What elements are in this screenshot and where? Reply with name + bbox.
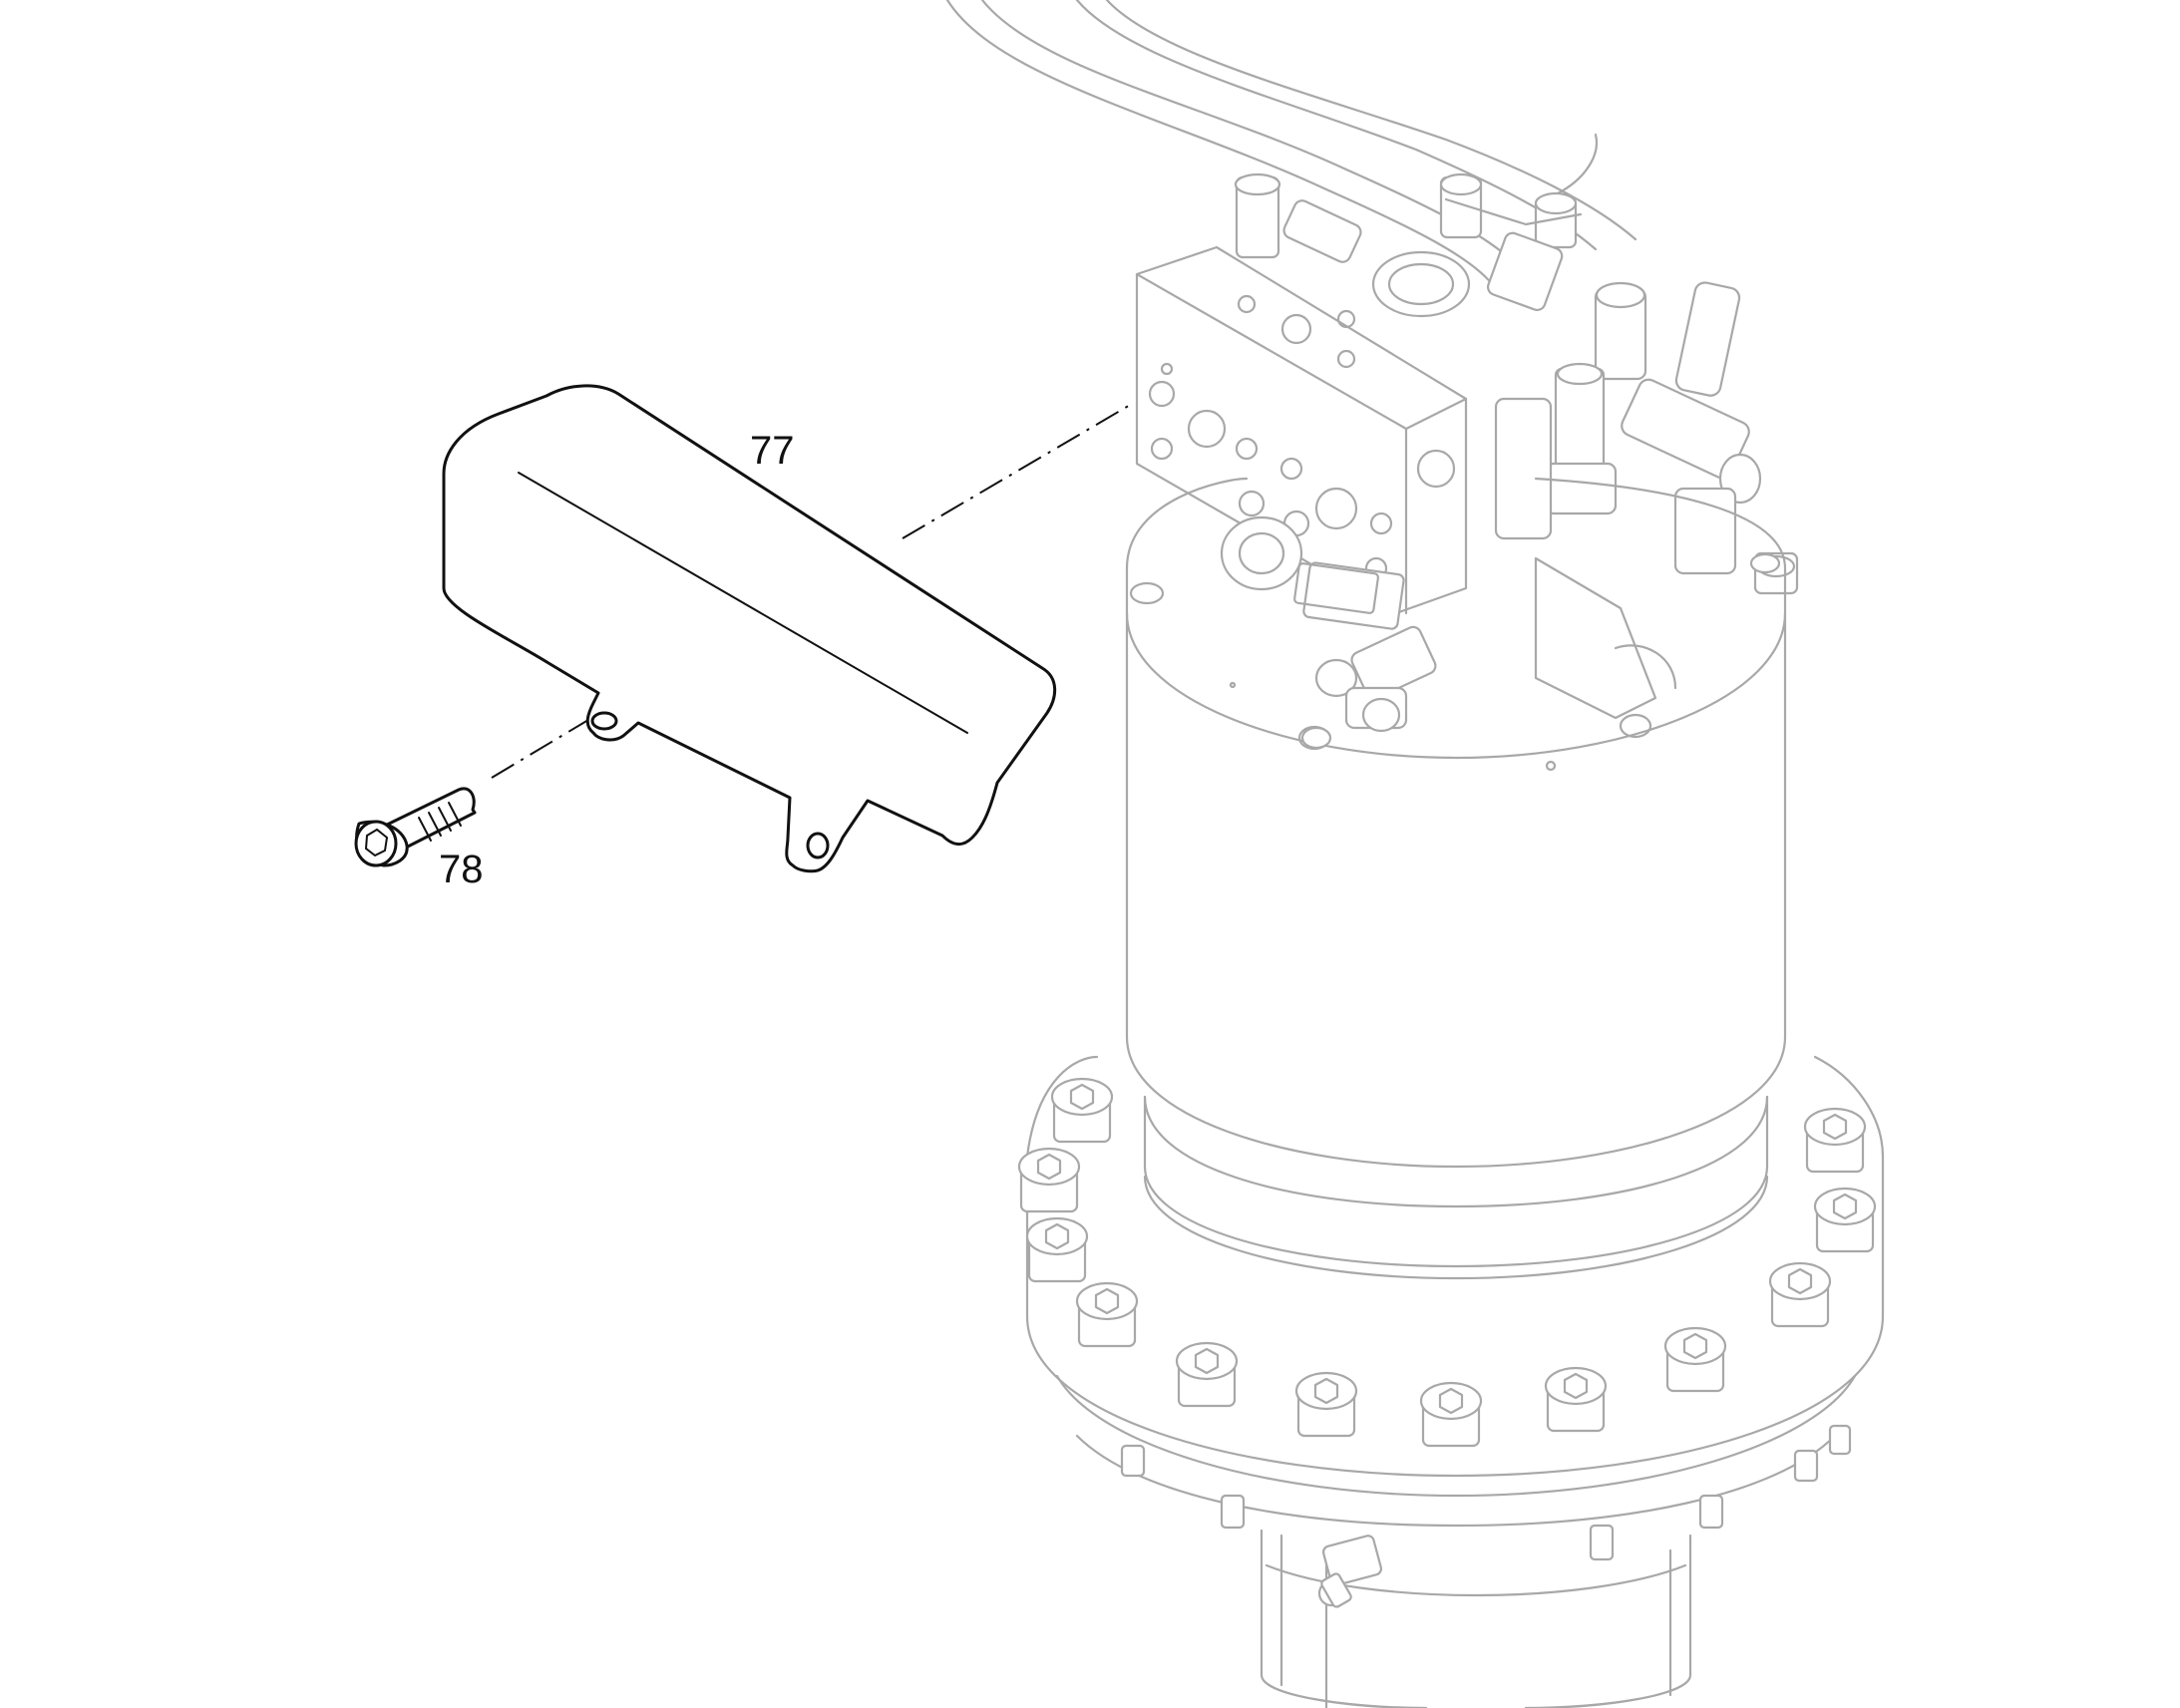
gearbox-housing — [1260, 1529, 1692, 1708]
housing-rings — [1143, 1095, 1769, 1280]
callout-78: 78 — [439, 848, 484, 891]
flange-bolts — [1017, 1077, 1877, 1448]
flange-studs — [1120, 1424, 1852, 1561]
mounting-flange — [1025, 1055, 1885, 1528]
part-77-cover — [442, 384, 1057, 873]
hydraulic-motor-assembly — [945, 0, 1885, 1708]
valve-block — [1135, 245, 1468, 615]
part-78-screw — [354, 787, 477, 867]
leader-line-cover — [902, 403, 1133, 539]
motor-housing — [1125, 477, 1787, 1169]
leader-lines — [491, 403, 1133, 779]
leader-line-screw — [491, 719, 589, 779]
callout-77: 77 — [750, 429, 795, 473]
